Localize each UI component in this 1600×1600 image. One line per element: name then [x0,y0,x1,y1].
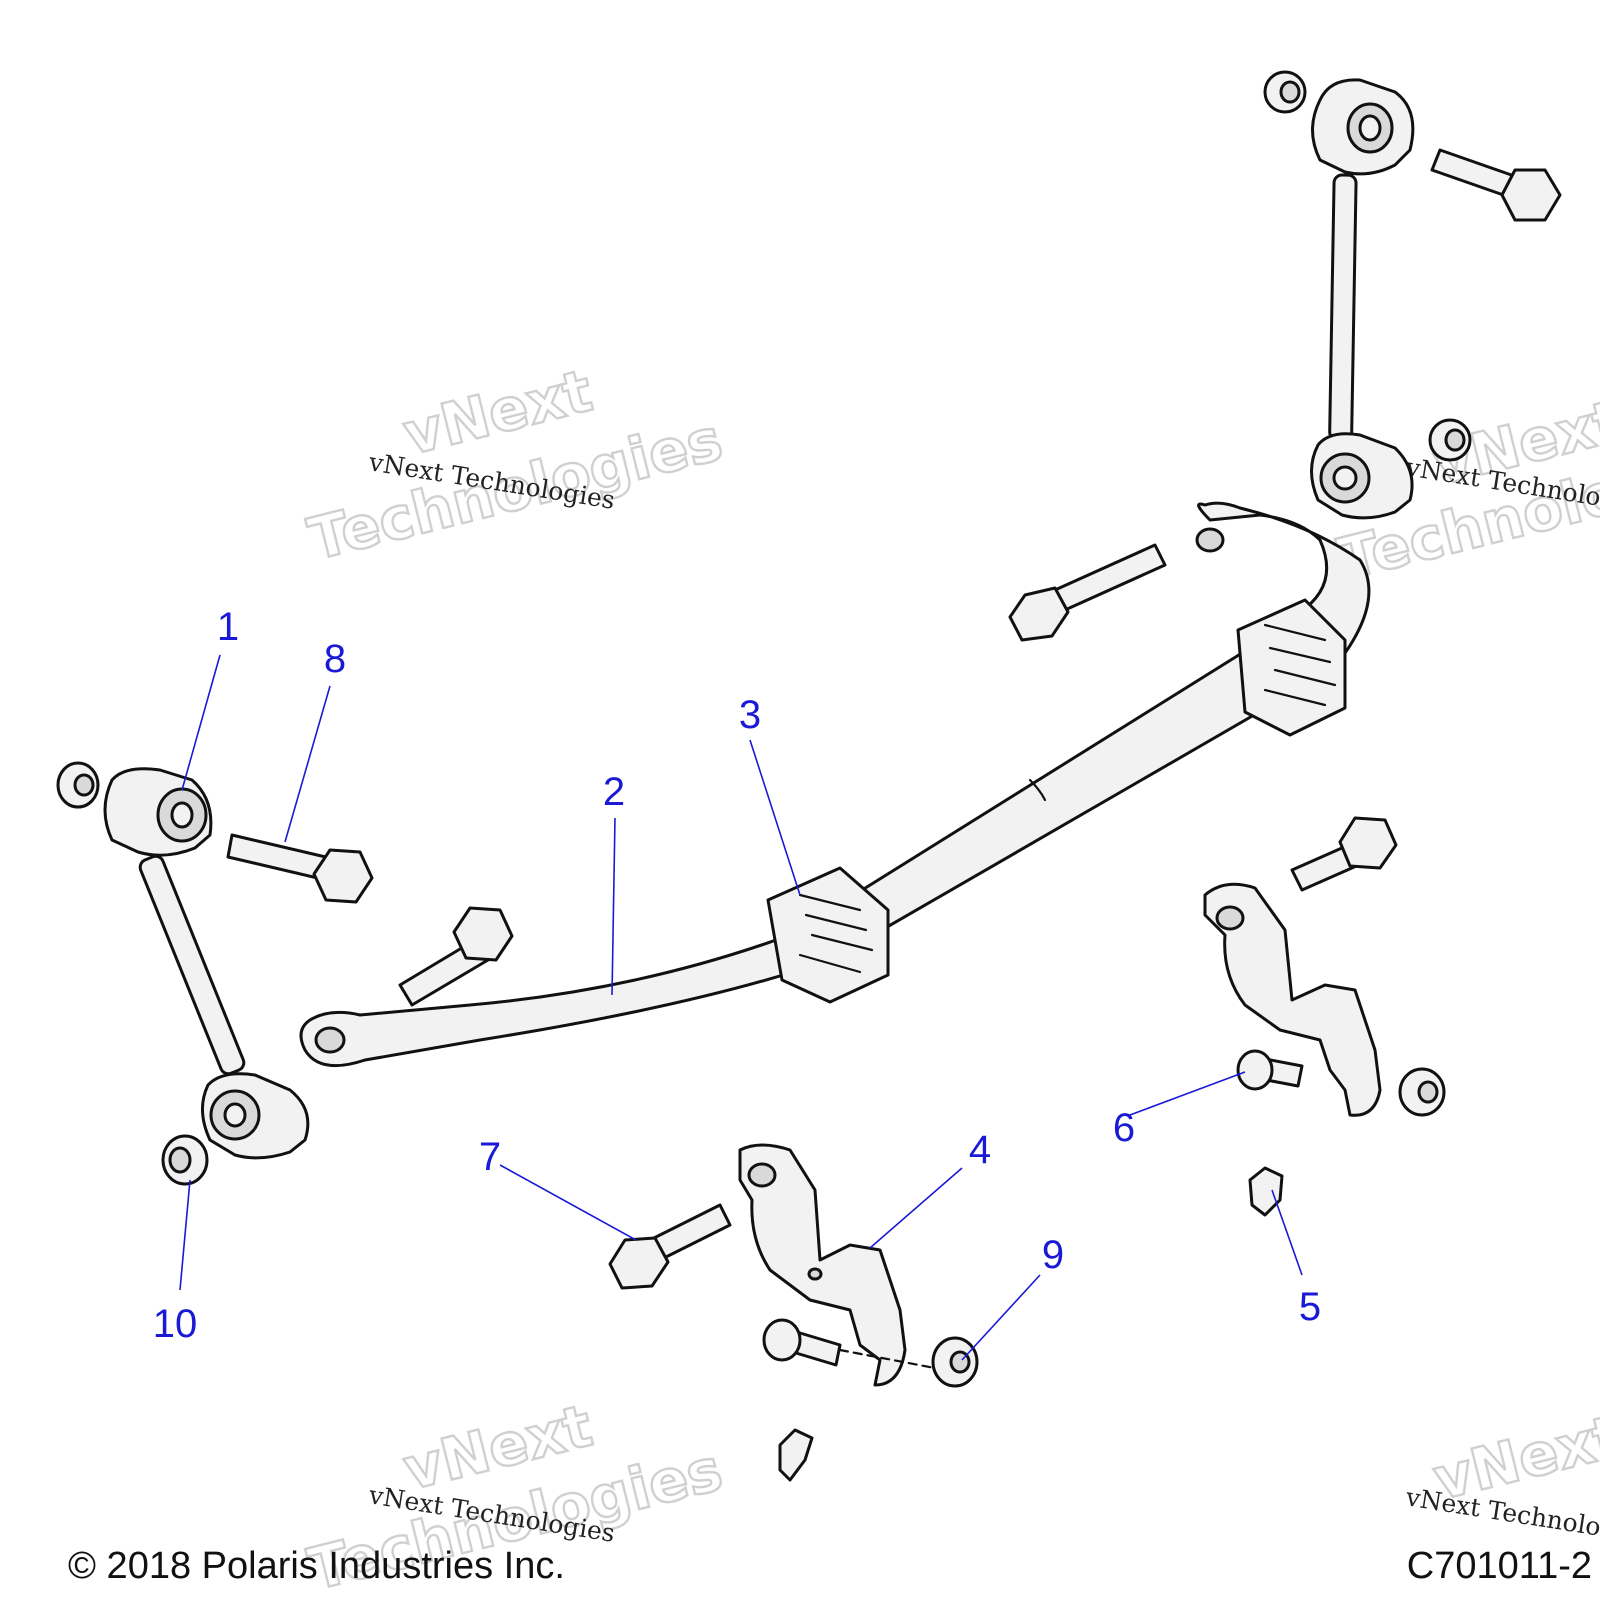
callout-8: 8 [324,637,346,681]
bracket-left-small-bolt [762,1318,947,1372]
bar-bolt-left [398,906,514,1007]
left-link-bolt [226,833,374,904]
callout-10: 10 [153,1302,198,1346]
callout-4: 4 [969,1128,991,1172]
mounting-bracket-left [738,1143,907,1387]
bushing-right [1236,598,1347,737]
copyright-text: © 2018 Polaris Industries Inc. [68,1545,565,1587]
right-link-bolt [1430,148,1562,222]
callout-9: 9 [1042,1233,1064,1277]
bracket-left-nut [931,1336,979,1388]
callout-5: 5 [1299,1285,1321,1329]
left-link-nut-bottom [161,1134,209,1186]
left-link-nut-top [56,761,100,809]
callouts: 1 2 3 4 5 6 7 8 9 10 [153,605,1321,1346]
bracket-right-bolt [1290,816,1398,892]
grease-fitting-left [778,1428,814,1482]
callout-7: 7 [479,1135,501,1179]
callout-2: 2 [603,770,625,814]
right-link-nut-bottom [1428,418,1472,462]
watermark-bottom-right: vNext vNext Technologies [1403,1400,1600,1550]
right-stabilizer-link [1310,78,1415,520]
bracket-right-small-bolt [1236,1049,1304,1091]
left-stabilizer-link [103,767,310,1160]
bar-bolt-upper [1008,543,1167,642]
callout-1: 1 [217,605,239,649]
right-link-nut-top [1263,70,1307,114]
figure-id: C701011-2 [1407,1545,1592,1587]
grease-fitting-right [1248,1166,1284,1217]
mounting-bracket-right [1203,882,1382,1117]
bracket-right-nut [1398,1067,1446,1117]
callout-6: 6 [1113,1106,1135,1150]
callout-3: 3 [739,693,761,737]
bracket-left-bolt [608,1203,732,1290]
leader-lines [179,654,1303,1361]
bushing-left [766,866,890,1004]
watermark-top-left: vNext Technologies vNext Technologies [301,355,730,575]
